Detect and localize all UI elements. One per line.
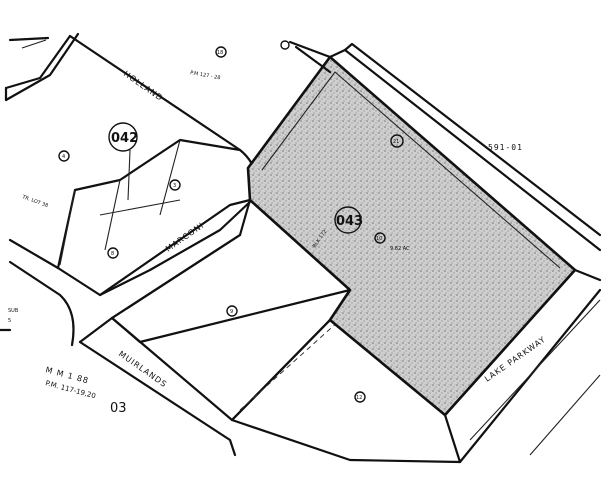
parcel-9-label: 9 (230, 309, 233, 315)
parcel-042-sub-c: 8 (111, 251, 114, 257)
street-holland-label: HOLLAND (122, 69, 165, 103)
parcel-043-inner (261, 71, 561, 269)
map-ref-left-2: P.M. 117-19,20 (44, 379, 96, 400)
parcel-21-label: 21 (393, 139, 399, 145)
parcel-042-sub-b: 3 (173, 183, 176, 189)
lake-parkway-road (328, 42, 601, 464)
parcel-043-acreage: 9.62 AC (390, 246, 410, 252)
parcel-043-label: 043 (336, 214, 363, 229)
parcel-18-label: 18 (217, 50, 223, 56)
parcel-042-sub-a: 4 (62, 154, 65, 160)
parcel-12-label: 12 (356, 395, 362, 401)
top-parcel-lines (288, 40, 332, 74)
parcel-043-sub: 10 (376, 236, 382, 242)
parcel-circles (58, 40, 404, 403)
holland-road (4, 34, 257, 194)
page-number-label: 03 (110, 401, 127, 416)
left-sub2-label: 5 (8, 318, 11, 324)
book-page-label: 591-01 (488, 143, 523, 152)
map-ref-lot: TR. LOT 38 (20, 194, 48, 209)
marconi-road (98, 198, 252, 320)
map-ref-top: P.M 127 - 28 (190, 70, 221, 81)
parcel-042-block (4, 32, 254, 297)
top-left-boundary (4, 34, 72, 90)
left-sub-curve (0, 260, 75, 347)
muirlands-road (78, 288, 352, 457)
left-sub-label: SUB (8, 308, 19, 314)
parcel-043 (246, 55, 577, 417)
street-marconi-label: MARCONI (164, 221, 206, 254)
parcel-12 (230, 318, 462, 464)
parcel-042-label: 042 (111, 131, 138, 146)
